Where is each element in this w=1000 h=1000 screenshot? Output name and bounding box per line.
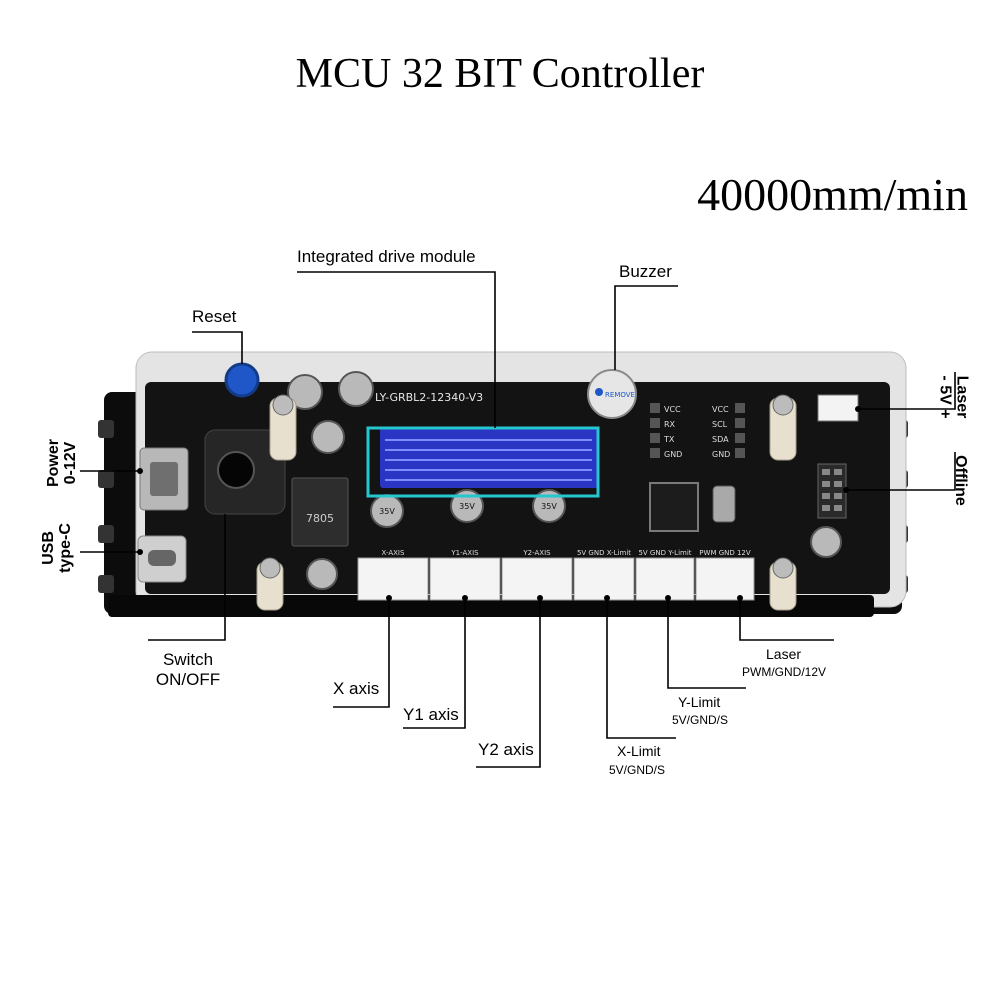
pin-label: VCC bbox=[664, 405, 681, 414]
board-model: LY-GRBL2-12340-V3 bbox=[375, 391, 483, 404]
header-left bbox=[650, 403, 660, 458]
standoffs bbox=[256, 394, 797, 611]
cap-text: 35V bbox=[459, 502, 475, 511]
label-laser-bottom-sub: PWM/GND/12V bbox=[742, 665, 827, 679]
connector-silk: PWM GND 12V bbox=[699, 549, 751, 557]
pin-label: GND bbox=[712, 450, 730, 459]
label-laser-bottom: Laser bbox=[766, 646, 802, 662]
label-y-limit: Y-Limit bbox=[678, 694, 721, 710]
cap-text: 35V bbox=[379, 507, 395, 516]
speed-label: 40000mm/min bbox=[697, 169, 968, 220]
axis-connectors[interactable] bbox=[357, 557, 755, 601]
module-highlight bbox=[366, 426, 600, 498]
voltage-regulator bbox=[291, 477, 349, 547]
laser-pwm-connector[interactable] bbox=[695, 557, 755, 601]
connector-silk: 5V GND Y-Limit bbox=[638, 549, 691, 557]
label-y-limit-sub: 5V/GND/S bbox=[672, 713, 729, 727]
label-buzzer: Buzzer bbox=[619, 262, 672, 281]
capacitors bbox=[287, 371, 842, 590]
reset-button[interactable] bbox=[224, 362, 260, 398]
pin-label: SCL bbox=[712, 420, 728, 429]
connector-silk: 5V GND X-Limit bbox=[577, 549, 631, 557]
connector-silk: X-AXIS bbox=[382, 549, 405, 557]
laser-connector[interactable] bbox=[817, 394, 859, 422]
y2-axis-connector[interactable] bbox=[501, 557, 573, 601]
mcu-chip bbox=[649, 482, 699, 532]
label-y2-axis: Y2 axis bbox=[478, 740, 534, 759]
pin-label: GND bbox=[664, 450, 682, 459]
pin-label: TX bbox=[663, 435, 675, 444]
page-title: MCU 32 BIT Controller bbox=[295, 51, 705, 97]
label-x-limit: X-Limit bbox=[617, 743, 661, 759]
leader-dots bbox=[137, 406, 861, 601]
label-integrated-drive: Integrated drive module bbox=[297, 247, 476, 266]
left-bracket bbox=[104, 392, 144, 614]
cap-text: 35V bbox=[541, 502, 557, 511]
pin-label: SDA bbox=[712, 435, 729, 444]
heatsink bbox=[380, 428, 598, 488]
regulator-text: 7805 bbox=[306, 512, 334, 525]
pin-label: VCC bbox=[712, 405, 729, 414]
connector-silk: Y1-AXIS bbox=[450, 549, 479, 557]
label-reset: Reset bbox=[192, 307, 237, 326]
connector-silk: Y2-AXIS bbox=[522, 549, 551, 557]
buzzer-text: REMOVE bbox=[605, 391, 635, 399]
label-offline: Offline bbox=[951, 455, 969, 506]
label-laser-right: Laser- 5V + bbox=[936, 375, 971, 419]
pin-label: RX bbox=[664, 420, 676, 429]
label-y1-axis: Y1 axis bbox=[403, 705, 459, 724]
crystal bbox=[712, 485, 736, 523]
header-right bbox=[735, 403, 745, 458]
label-x-axis: X axis bbox=[333, 679, 380, 698]
leader-lines bbox=[80, 271, 956, 768]
label-x-limit-sub: 5V/GND/S bbox=[609, 763, 666, 777]
x-axis-connector[interactable] bbox=[357, 557, 429, 601]
buzzer bbox=[587, 369, 637, 419]
heatsink-fins bbox=[385, 439, 592, 481]
y1-axis-connector[interactable] bbox=[429, 557, 501, 601]
y-limit-connector[interactable] bbox=[635, 557, 695, 601]
x-limit-connector[interactable] bbox=[573, 557, 635, 601]
